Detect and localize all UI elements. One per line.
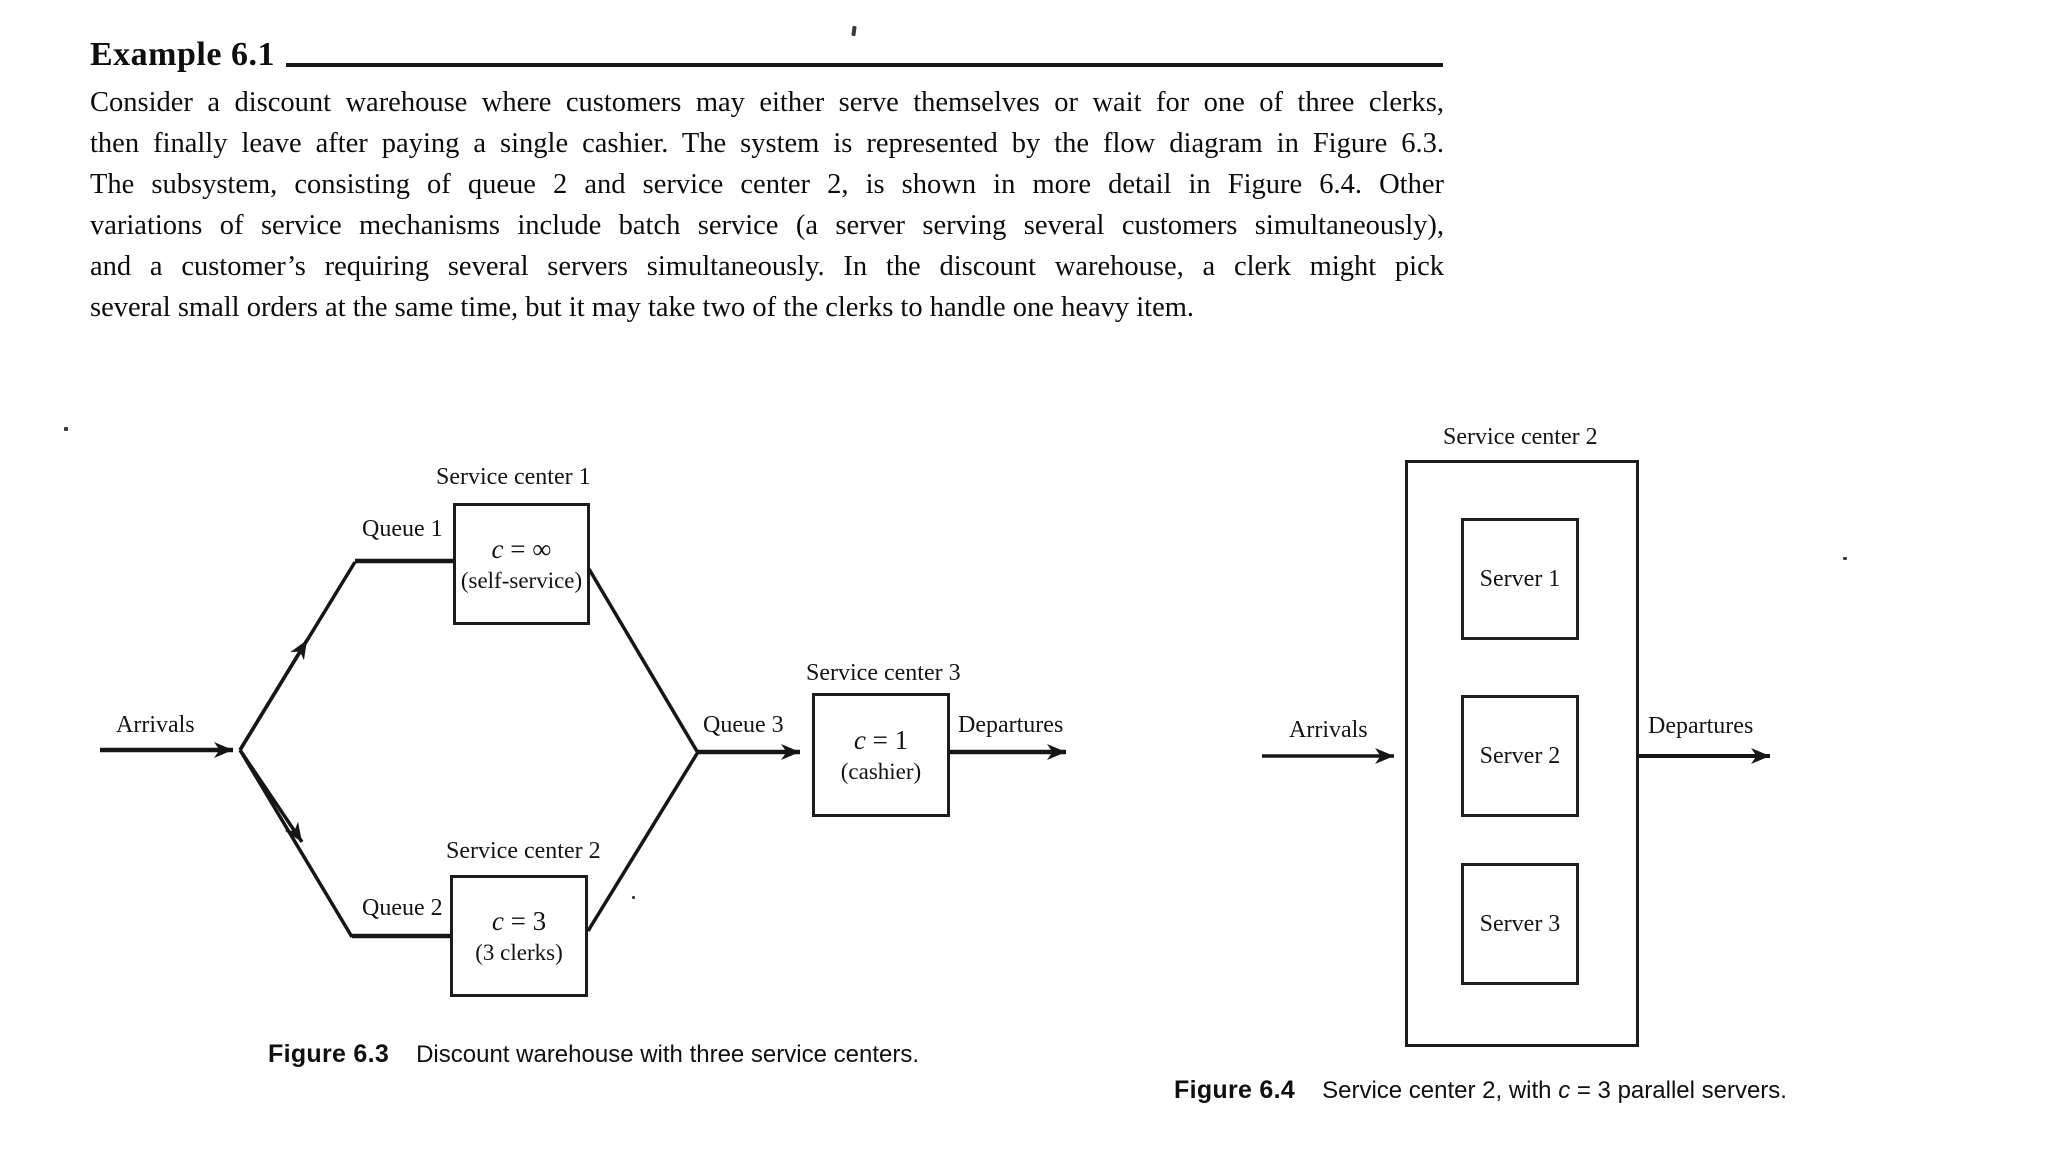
center1-capacity: c = ∞ bbox=[491, 534, 552, 564]
center3-subtitle: (cashier) bbox=[840, 759, 922, 784]
service-center3-title: Service center 3 bbox=[806, 660, 961, 686]
arrivals-label-63: Arrivals bbox=[116, 712, 195, 738]
body-paragraph: Consider a discount warehouse where cust… bbox=[90, 82, 1444, 328]
center2-exit-line bbox=[586, 751, 700, 932]
paragraph-line: variations of service mechanisms include… bbox=[90, 210, 1444, 241]
server3-box: Server 3 bbox=[1461, 863, 1579, 985]
paragraph-line: then finally leave after paying a single… bbox=[90, 128, 1444, 159]
server2-box: Server 2 bbox=[1461, 695, 1579, 817]
center1-exit-line bbox=[587, 568, 700, 754]
branch-down-line bbox=[238, 749, 354, 938]
scan-speck bbox=[1843, 557, 1847, 560]
service-center2-title-63: Service center 2 bbox=[446, 838, 601, 864]
service-center2-box: c = 3 (3 clerks) bbox=[450, 875, 588, 997]
paragraph-line: several small orders at the same time, b… bbox=[90, 292, 1195, 323]
center2-capacity: c = 3 bbox=[491, 906, 547, 936]
figure-64-caption-label: Figure 6.4 bbox=[1174, 1076, 1296, 1104]
figure-64-caption-text: Service center 2, with c = 3 parallel se… bbox=[1322, 1077, 1787, 1104]
paragraph-line: Consider a discount warehouse where cust… bbox=[90, 87, 1444, 118]
heading-rule bbox=[286, 63, 1443, 67]
queue3-label: Queue 3 bbox=[703, 712, 784, 738]
service-center1-box: c = ∞ (self-service) bbox=[453, 503, 590, 625]
figure-63-caption-label: Figure 6.3 bbox=[268, 1040, 390, 1068]
service-center3-box: c = 1 (cashier) bbox=[812, 693, 950, 817]
departures-label-63: Departures bbox=[958, 712, 1064, 738]
center1-subtitle: (self-service) bbox=[460, 568, 583, 593]
branch-down-arrowhead bbox=[238, 749, 304, 843]
center2-subtitle: (3 clerks) bbox=[475, 940, 563, 965]
service-center1-title: Service center 1 bbox=[436, 464, 591, 490]
paragraph-line: The subsystem, consisting of queue 2 and… bbox=[90, 169, 1444, 200]
figure-63-caption: Figure 6.3 Discount warehouse with three… bbox=[268, 1040, 919, 1069]
departures-label-64: Departures bbox=[1648, 713, 1754, 739]
scan-speck bbox=[64, 427, 68, 431]
branch-up-arrowhead bbox=[238, 639, 309, 751]
center3-capacity: c = 1 bbox=[853, 725, 909, 755]
queue1-label: Queue 1 bbox=[362, 516, 443, 542]
service-center2-title-64: Service center 2 bbox=[1443, 424, 1598, 450]
arrivals-label-64: Arrivals bbox=[1289, 717, 1368, 743]
figure-64-caption: Figure 6.4 Service center 2, with c = 3 … bbox=[1174, 1076, 1787, 1105]
page-title: Example 6.1 bbox=[90, 36, 275, 73]
paragraph-line: and a customer’s requiring several serve… bbox=[90, 251, 1444, 282]
scan-speck bbox=[632, 896, 635, 899]
server1-box: Server 1 bbox=[1461, 518, 1579, 640]
queue2-label: Queue 2 bbox=[362, 895, 443, 921]
figure-63-caption-text: Discount warehouse with three service ce… bbox=[416, 1041, 919, 1068]
